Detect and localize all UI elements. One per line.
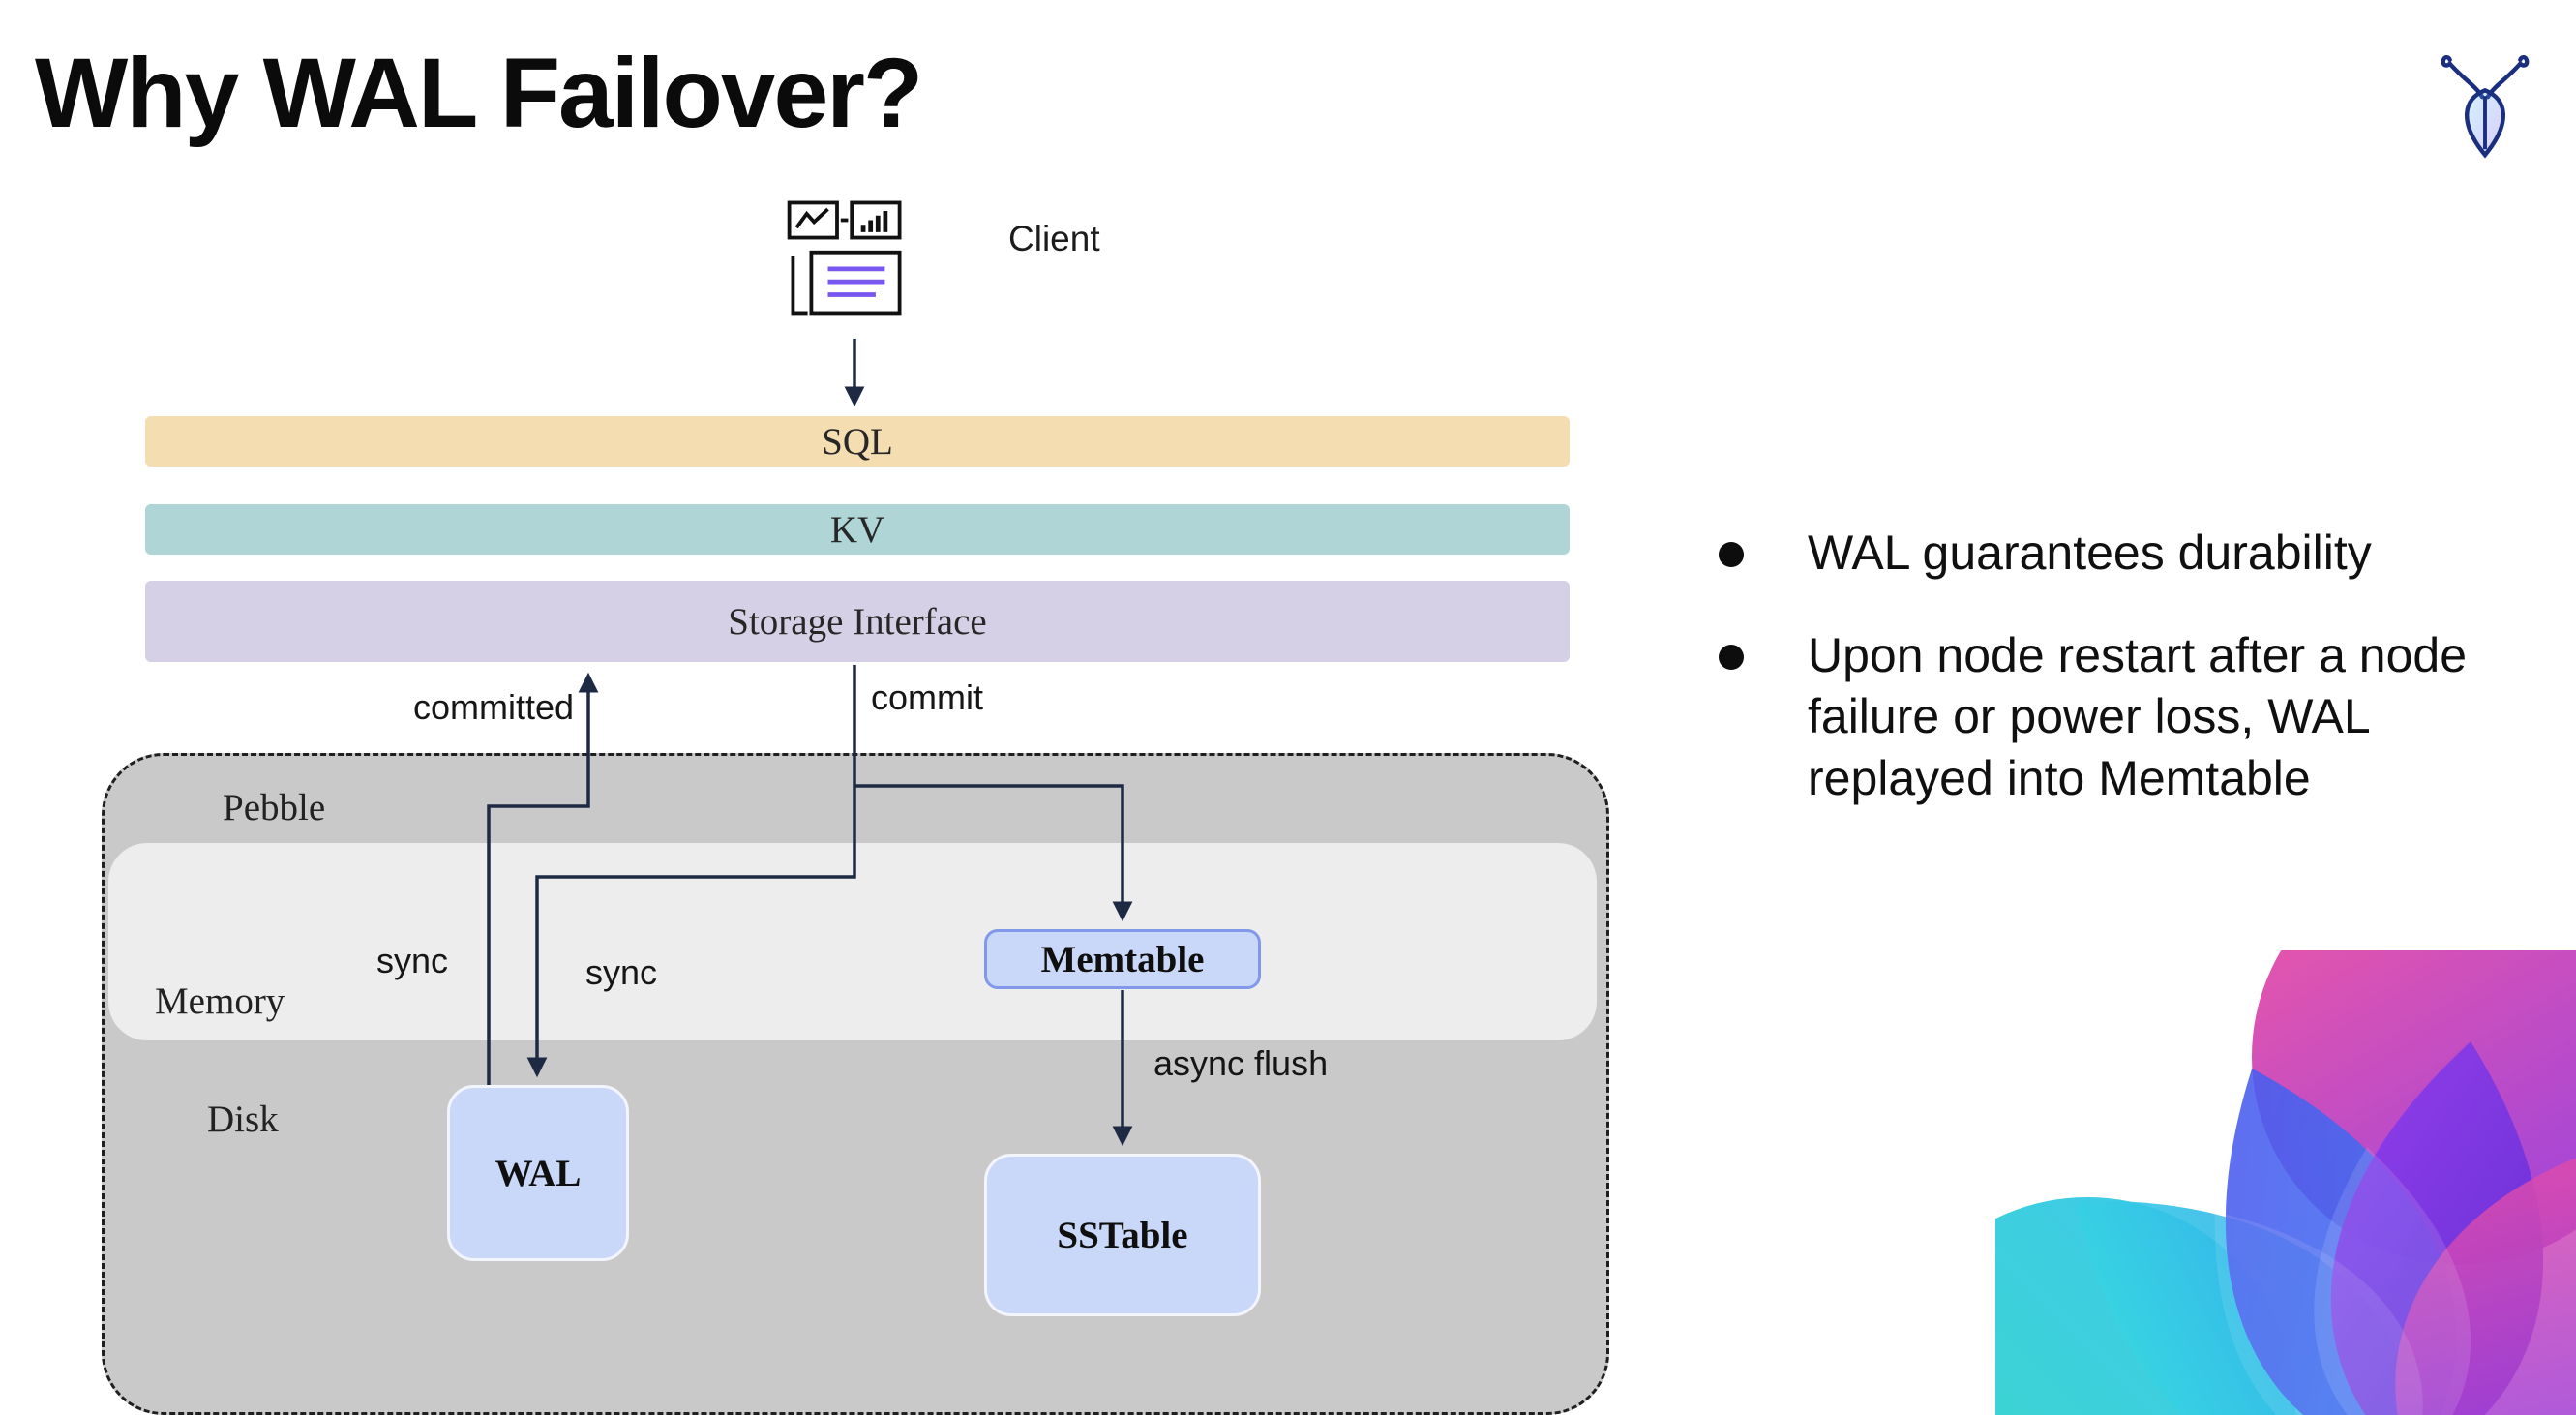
memory-label: Memory <box>155 980 285 1022</box>
edge-label-commit: commit <box>871 677 983 717</box>
edge-label-async-flush: async flush <box>1153 1043 1329 1083</box>
layer-storage-interface: Storage Interface <box>145 581 1570 662</box>
layer-storage-interface-label: Storage Interface <box>728 600 987 643</box>
corner-brand-art <box>1995 950 2576 1415</box>
memtable-box: Memtable <box>984 929 1261 989</box>
wal-box: WAL <box>447 1085 629 1261</box>
wal-box-label: WAL <box>494 1152 582 1194</box>
sstable-box: SSTable <box>984 1154 1261 1316</box>
bullet-list: WAL guarantees durability Upon node rest… <box>1715 523 2566 850</box>
pebble-label: Pebble <box>223 787 326 828</box>
layer-sql: SQL <box>145 416 1570 467</box>
layer-kv: KV <box>145 504 1570 555</box>
sstable-box-label: SSTable <box>1057 1214 1188 1256</box>
memtable-box-label: Memtable <box>1040 938 1205 980</box>
bullet-item: WAL guarantees durability <box>1715 523 2543 585</box>
edge-label-sync-right: sync <box>584 952 658 992</box>
cockroachdb-logo <box>2441 54 2530 159</box>
client-label: Client <box>1008 219 1100 258</box>
page-title: Why WAL Failover? <box>35 38 923 148</box>
bullet-item: Upon node restart after a node failure o… <box>1715 625 2543 810</box>
layer-kv-label: KV <box>829 508 885 551</box>
edge-label-committed: committed <box>412 687 575 727</box>
memory-band <box>108 843 1597 1040</box>
client-icon <box>787 200 902 316</box>
edge-label-sync-left: sync <box>375 941 449 980</box>
disk-label: Disk <box>207 1099 279 1140</box>
layer-sql-label: SQL <box>822 420 893 463</box>
